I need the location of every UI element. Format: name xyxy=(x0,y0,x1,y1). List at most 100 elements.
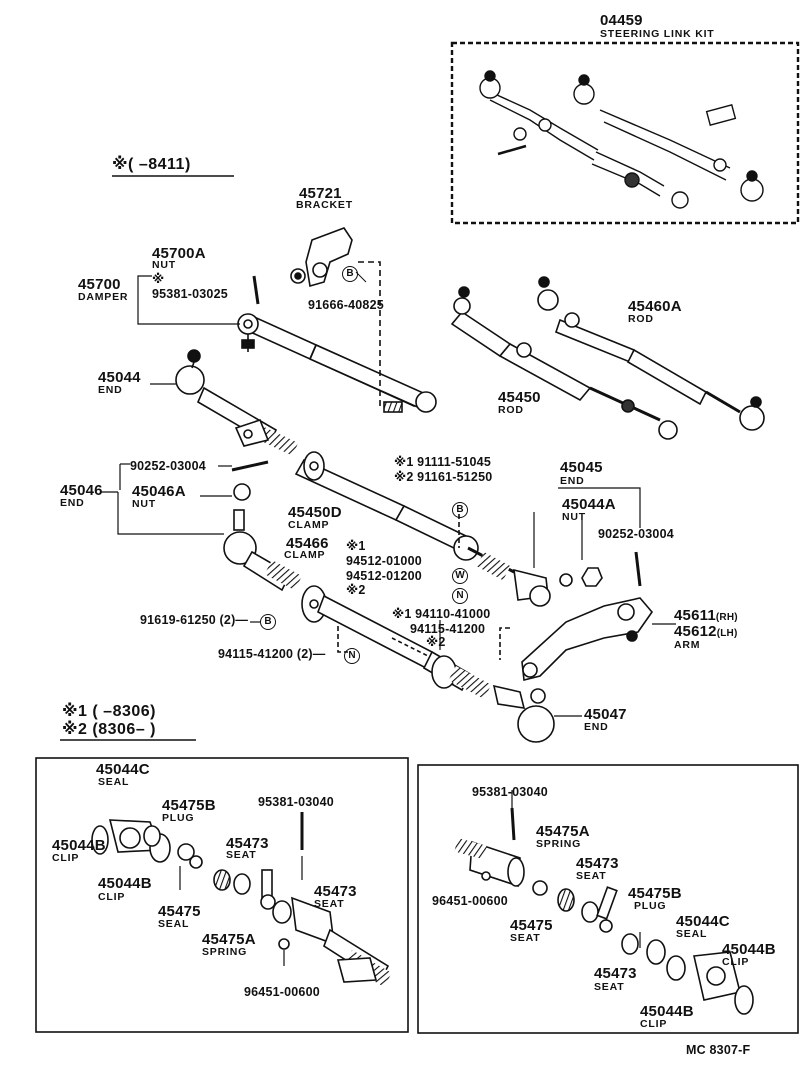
pin-90252-left: 90252-03004 xyxy=(130,459,206,473)
right-plug-part: 45475B xyxy=(628,885,682,902)
end-45046-part: 45046 xyxy=(60,482,103,499)
right-seat-2-name: SEAT xyxy=(594,981,625,993)
kit-rods xyxy=(479,70,764,209)
circle-n-low: N xyxy=(344,648,360,664)
note-2-91161: ※2 91161-51250 xyxy=(394,470,493,484)
nut-45046a xyxy=(233,483,251,501)
right-detail-parts xyxy=(454,790,754,1015)
right-seal-45044c-name: SEAL xyxy=(676,928,708,940)
nut-45044a-part: 45044A xyxy=(562,496,616,513)
left-seat-2-part: 45473 xyxy=(314,883,357,900)
left-seal-45475-part: 45475 xyxy=(158,903,201,920)
part-94115-41200-left: 94115-41200 (2)— xyxy=(218,647,326,661)
right-grease-96451: 96451-00600 xyxy=(432,894,508,908)
clamp-45450d-name: CLAMP xyxy=(288,519,330,531)
end-45044-name: END xyxy=(98,384,123,396)
right-spring-part: 45475A xyxy=(536,823,590,840)
right-detail-box xyxy=(417,764,799,1034)
part-94512-01200: 94512-01200 xyxy=(346,569,422,583)
right-seat-1-name: SEAT xyxy=(576,870,607,882)
legend-note-1: ※1 ( –8306) xyxy=(62,703,156,720)
arm-rh-part: 45611(RH) xyxy=(674,607,738,624)
left-spring-name: SPRING xyxy=(202,946,248,958)
leader-b-top xyxy=(358,261,381,410)
note-2-94512: ※2 xyxy=(346,583,366,597)
note-1-91111: ※1 91111-51045 xyxy=(394,455,491,469)
left-bolt-95381: 95381-03040 xyxy=(258,795,334,809)
left-seat-1-part: 45473 xyxy=(226,835,269,852)
right-seat-2-part: 45473 xyxy=(594,965,637,982)
part-94115-41200-right: 94115-41200 xyxy=(410,622,486,636)
circle-w: W xyxy=(452,568,468,584)
circle-b-low: B xyxy=(260,614,276,630)
left-spring-part: 45475A xyxy=(202,931,256,948)
rod-45460a-name: ROD xyxy=(628,313,654,325)
right-seat-1-part: 45473 xyxy=(576,855,619,872)
bolt-95381-03025: 95381-03025 xyxy=(152,287,228,301)
note-1-94512: ※1 xyxy=(346,539,366,553)
circle-b-mid: B xyxy=(452,502,468,518)
legend-note-2: ※2 (8306– ) xyxy=(62,721,156,738)
left-seal-45475-name: SEAL xyxy=(158,918,190,930)
left-clip-1-name: CLIP xyxy=(52,852,80,864)
right-clip-2-name: CLIP xyxy=(640,1018,668,1030)
left-seat-2-name: SEAT xyxy=(314,898,345,910)
arm xyxy=(521,597,676,681)
bracket xyxy=(290,227,353,288)
part-94512-01000: 94512-01000 xyxy=(346,554,422,568)
end-45046 xyxy=(223,509,303,592)
left-seat-1-name: SEAT xyxy=(226,849,257,861)
clamp-45466-name: CLAMP xyxy=(284,549,326,561)
rod-45450-name: ROD xyxy=(498,404,524,416)
kit-box xyxy=(450,41,800,225)
right-seat-45475-part: 45475 xyxy=(510,917,553,934)
end-45045 xyxy=(513,551,642,607)
left-seal-45044c-part: 45044C xyxy=(96,761,150,778)
left-plug-part: 45475B xyxy=(162,797,216,814)
damper xyxy=(237,275,437,413)
end-45045-name: END xyxy=(560,475,585,487)
end-45044-part: 45044 xyxy=(98,369,141,386)
right-bolt-95381: 95381-03040 xyxy=(472,785,548,799)
damper-leader xyxy=(137,275,240,325)
nut-45700a-name: NUT xyxy=(152,259,176,271)
left-seal-45044c-name: SEAL xyxy=(98,776,130,788)
note-2-94115: ※2 xyxy=(426,635,446,649)
right-plug-name: PLUG xyxy=(634,900,667,912)
right-seat-45475-name: SEAT xyxy=(510,932,541,944)
end-45046-name: END xyxy=(60,497,85,509)
left-detail-box xyxy=(35,757,409,1033)
footer-code: MC 8307-F xyxy=(686,1043,751,1057)
right-spring-name: SPRING xyxy=(536,838,582,850)
clamp-45466-part: 45466 xyxy=(286,535,329,552)
damper-name: DAMPER xyxy=(78,291,129,303)
circle-b-top: B xyxy=(342,266,358,282)
part-91666-40825: 91666-40825 xyxy=(308,298,384,312)
end-45045-part: 45045 xyxy=(560,459,603,476)
circle-n-mid: N xyxy=(452,588,468,604)
right-clip-2-part: 45044B xyxy=(640,1003,694,1020)
part-91619-61250: 91619-61250 (2)— xyxy=(140,613,249,627)
nut-45044a-name: NUT xyxy=(562,511,586,523)
right-clip-1-part: 45044B xyxy=(722,941,776,958)
nut-45046a-part: 45046A xyxy=(132,483,186,500)
left-clip-1-part: 45044B xyxy=(52,837,106,854)
kit-part-number: 04459 xyxy=(600,12,643,29)
bracket-part: 45721 xyxy=(299,185,342,202)
left-clip-2-name: CLIP xyxy=(98,891,126,903)
bracket-name: BRACKET xyxy=(296,199,353,211)
note-1-94110: ※1 94110-41000 xyxy=(392,607,491,621)
tie-rod-lower xyxy=(301,585,492,699)
rod-45450-part: 45450 xyxy=(498,389,541,406)
left-clip-2-part: 45044B xyxy=(98,875,152,892)
tie-rod-upper xyxy=(294,451,515,581)
end-45047 xyxy=(492,684,582,743)
left-detail-parts xyxy=(91,812,392,987)
arm-name: ARM xyxy=(674,639,701,651)
left-plug-name: PLUG xyxy=(162,812,195,824)
end-45047-part: 45047 xyxy=(584,706,627,723)
clamp-45450d-part: 45450D xyxy=(288,504,342,521)
rod-45460a-part: 45460A xyxy=(628,298,682,315)
